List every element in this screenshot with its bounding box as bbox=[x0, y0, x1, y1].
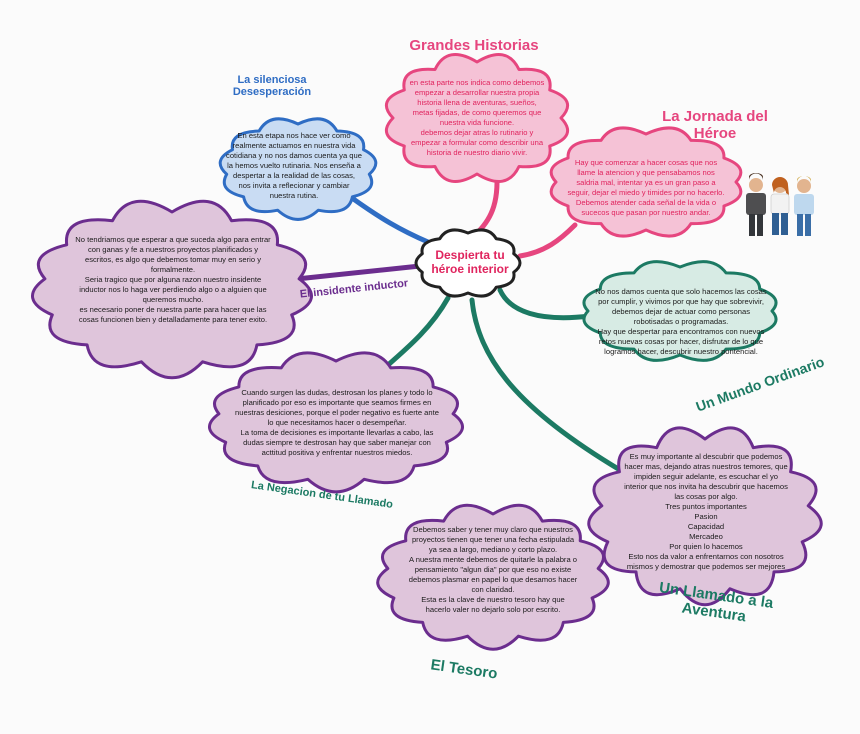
ordinario-cloud bbox=[582, 260, 778, 362]
negacion-text: Cuando surgen las dudas, destrosan los p… bbox=[235, 388, 439, 458]
grandes-title: Grandes Historias bbox=[409, 37, 539, 54]
llamado-text: Es muy importante al descubrir que podem… bbox=[624, 452, 788, 572]
llamado-cloud bbox=[587, 426, 823, 607]
connector-llamado bbox=[469, 297, 623, 473]
silenciosa-text: En esta etapa nos hace ver como realment… bbox=[226, 131, 362, 201]
jornada-text: Hay que comenzar a hacer cosas que nos l… bbox=[567, 158, 725, 218]
grandes-text: en esta parte nos indica como debemos em… bbox=[409, 78, 545, 158]
connector-jornada bbox=[517, 222, 578, 259]
grandes-cloud bbox=[384, 53, 570, 183]
connector-negacion bbox=[377, 295, 451, 375]
tesoro-cloud bbox=[376, 503, 610, 651]
connector-silenciosa bbox=[349, 195, 431, 245]
center-cloud bbox=[414, 228, 522, 298]
people-group-icon bbox=[746, 173, 814, 236]
negacion-cloud bbox=[208, 351, 464, 494]
ordinario-text: No nos damos cuenta que solo hacemos las… bbox=[595, 287, 767, 357]
jornada-cloud bbox=[549, 126, 743, 238]
tesoro-text: Debemos saber y tener muy claro que nues… bbox=[408, 525, 578, 615]
inductor-text: No tendriamos que esperar a que suceda a… bbox=[75, 235, 271, 325]
connector-ordinario bbox=[497, 287, 593, 321]
center-title: Despierta tu héroe interior bbox=[431, 248, 509, 276]
silenciosa-title: La silenciosa Desesperación bbox=[232, 74, 312, 98]
jornada-title: La Jornada del Héroe bbox=[662, 108, 768, 142]
silenciosa-cloud bbox=[218, 117, 378, 221]
inductor-cloud bbox=[31, 199, 313, 380]
